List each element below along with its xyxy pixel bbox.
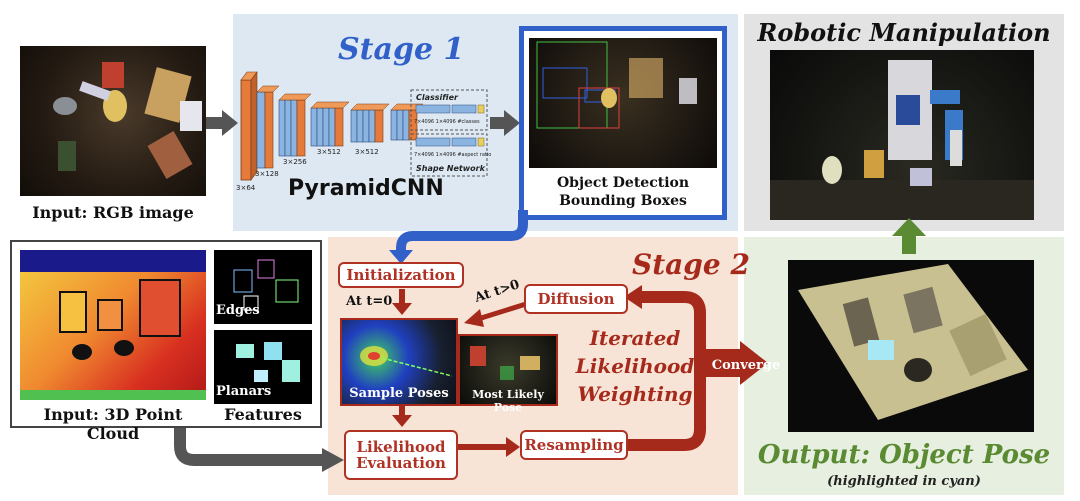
object-detection-label-line1: Object Detection — [556, 175, 690, 191]
classifier-dims: 7×4096 1×4096 #classes — [414, 119, 480, 125]
input-rgb-image — [20, 46, 206, 196]
stage1-title: Stage 1 — [338, 32, 465, 67]
arrow-rgb-to-stage1 — [206, 110, 238, 136]
point-cloud-image — [20, 250, 206, 400]
resampling-box: Resampling — [520, 430, 628, 460]
arrow-detection-to-initialization — [389, 210, 528, 264]
planars-label: Planars — [216, 384, 272, 399]
sample-poses-image — [340, 318, 458, 406]
point-cloud-illustration — [20, 250, 206, 400]
layer-label-3: 3×256 — [283, 158, 307, 166]
iterated-label-line3: Weighting — [577, 382, 693, 406]
pyramidcnn-title: PyramidCNN — [288, 176, 444, 201]
cnn-layer-1 — [240, 71, 258, 181]
cnn-layer-2 — [256, 85, 280, 169]
sample-poses-label: Sample Poses — [349, 386, 449, 401]
features-label: Features — [224, 405, 302, 424]
rgb-objects-illustration — [53, 62, 202, 179]
sample-poses-heatmap — [360, 346, 453, 377]
layer-label-1: 3×64 — [236, 184, 256, 192]
at-t0-label: At t=0 — [346, 294, 393, 309]
edges-label: Edges — [216, 303, 260, 318]
iterated-label-line2: Likelihood — [575, 354, 695, 378]
most-likely-pose-illustration — [470, 346, 540, 380]
classifier-box — [410, 89, 488, 131]
most-likely-pose-label: Most Likely Pose — [472, 388, 544, 414]
arrow-cnn-to-detection — [490, 110, 520, 136]
classifier-label: Classifier — [416, 93, 459, 102]
point-cloud-label: Input: 3D Point Cloud — [43, 405, 183, 443]
converge-label: Converge — [711, 358, 781, 373]
layer-label-4: 3×512 — [317, 148, 341, 156]
layer-label-2: 3×128 — [255, 170, 279, 178]
output-pose-image — [788, 260, 1034, 432]
shape-network-box — [410, 133, 488, 177]
stage2-flow-arrows — [392, 285, 768, 457]
output-subtitle: (highlighted in cyan) — [827, 474, 981, 489]
edges-feature-image — [214, 250, 312, 324]
most-likely-pose-image — [458, 334, 558, 406]
robot-arm-illustration — [770, 60, 1034, 220]
pyramidcnn-diagram: 3×64 3×128 3×256 3×512 3×512 Classifier … — [236, 71, 491, 192]
output-point-cloud-illustration — [798, 264, 1028, 420]
initialization-box: Initialization — [338, 262, 464, 288]
cnn-layer-3 — [278, 93, 312, 157]
planars-feature-image — [214, 330, 312, 404]
robot-image — [770, 50, 1034, 220]
cnn-layer-6 — [390, 103, 424, 141]
input-rgb-label: Input: RGB image — [32, 203, 194, 222]
shape-dims: 7×4096 1×4096 #aspect ratio — [414, 152, 491, 158]
output-title: Output: Object Pose — [757, 440, 1051, 470]
planars-illustration — [236, 342, 300, 382]
arrow-output-to-robot — [892, 218, 926, 254]
likelihood-line1: Likelihood — [356, 437, 446, 456]
arrow-pointcloud-to-likelihood — [174, 428, 344, 472]
object-detection-image — [529, 38, 717, 168]
iterated-label-line1: Iterated — [589, 326, 681, 350]
stage2-title: Stage 2 — [632, 248, 750, 281]
cnn-layer-5 — [350, 103, 390, 143]
likelihood-line2: Evaluation — [356, 454, 446, 472]
diffusion-box: Diffusion — [524, 284, 628, 314]
object-detection-label-line2: Bounding Boxes — [559, 193, 687, 209]
detection-boxes-illustration — [536, 41, 697, 129]
likelihood-evaluation-box: Likelihood Evaluation — [344, 430, 458, 480]
cnn-layer-4 — [310, 101, 350, 147]
robot-title: Robotic Manipulation — [757, 18, 1051, 47]
shape-network-label: Shape Network — [416, 164, 486, 173]
layer-label-5: 3×512 — [355, 148, 379, 156]
edges-illustration — [233, 259, 299, 311]
